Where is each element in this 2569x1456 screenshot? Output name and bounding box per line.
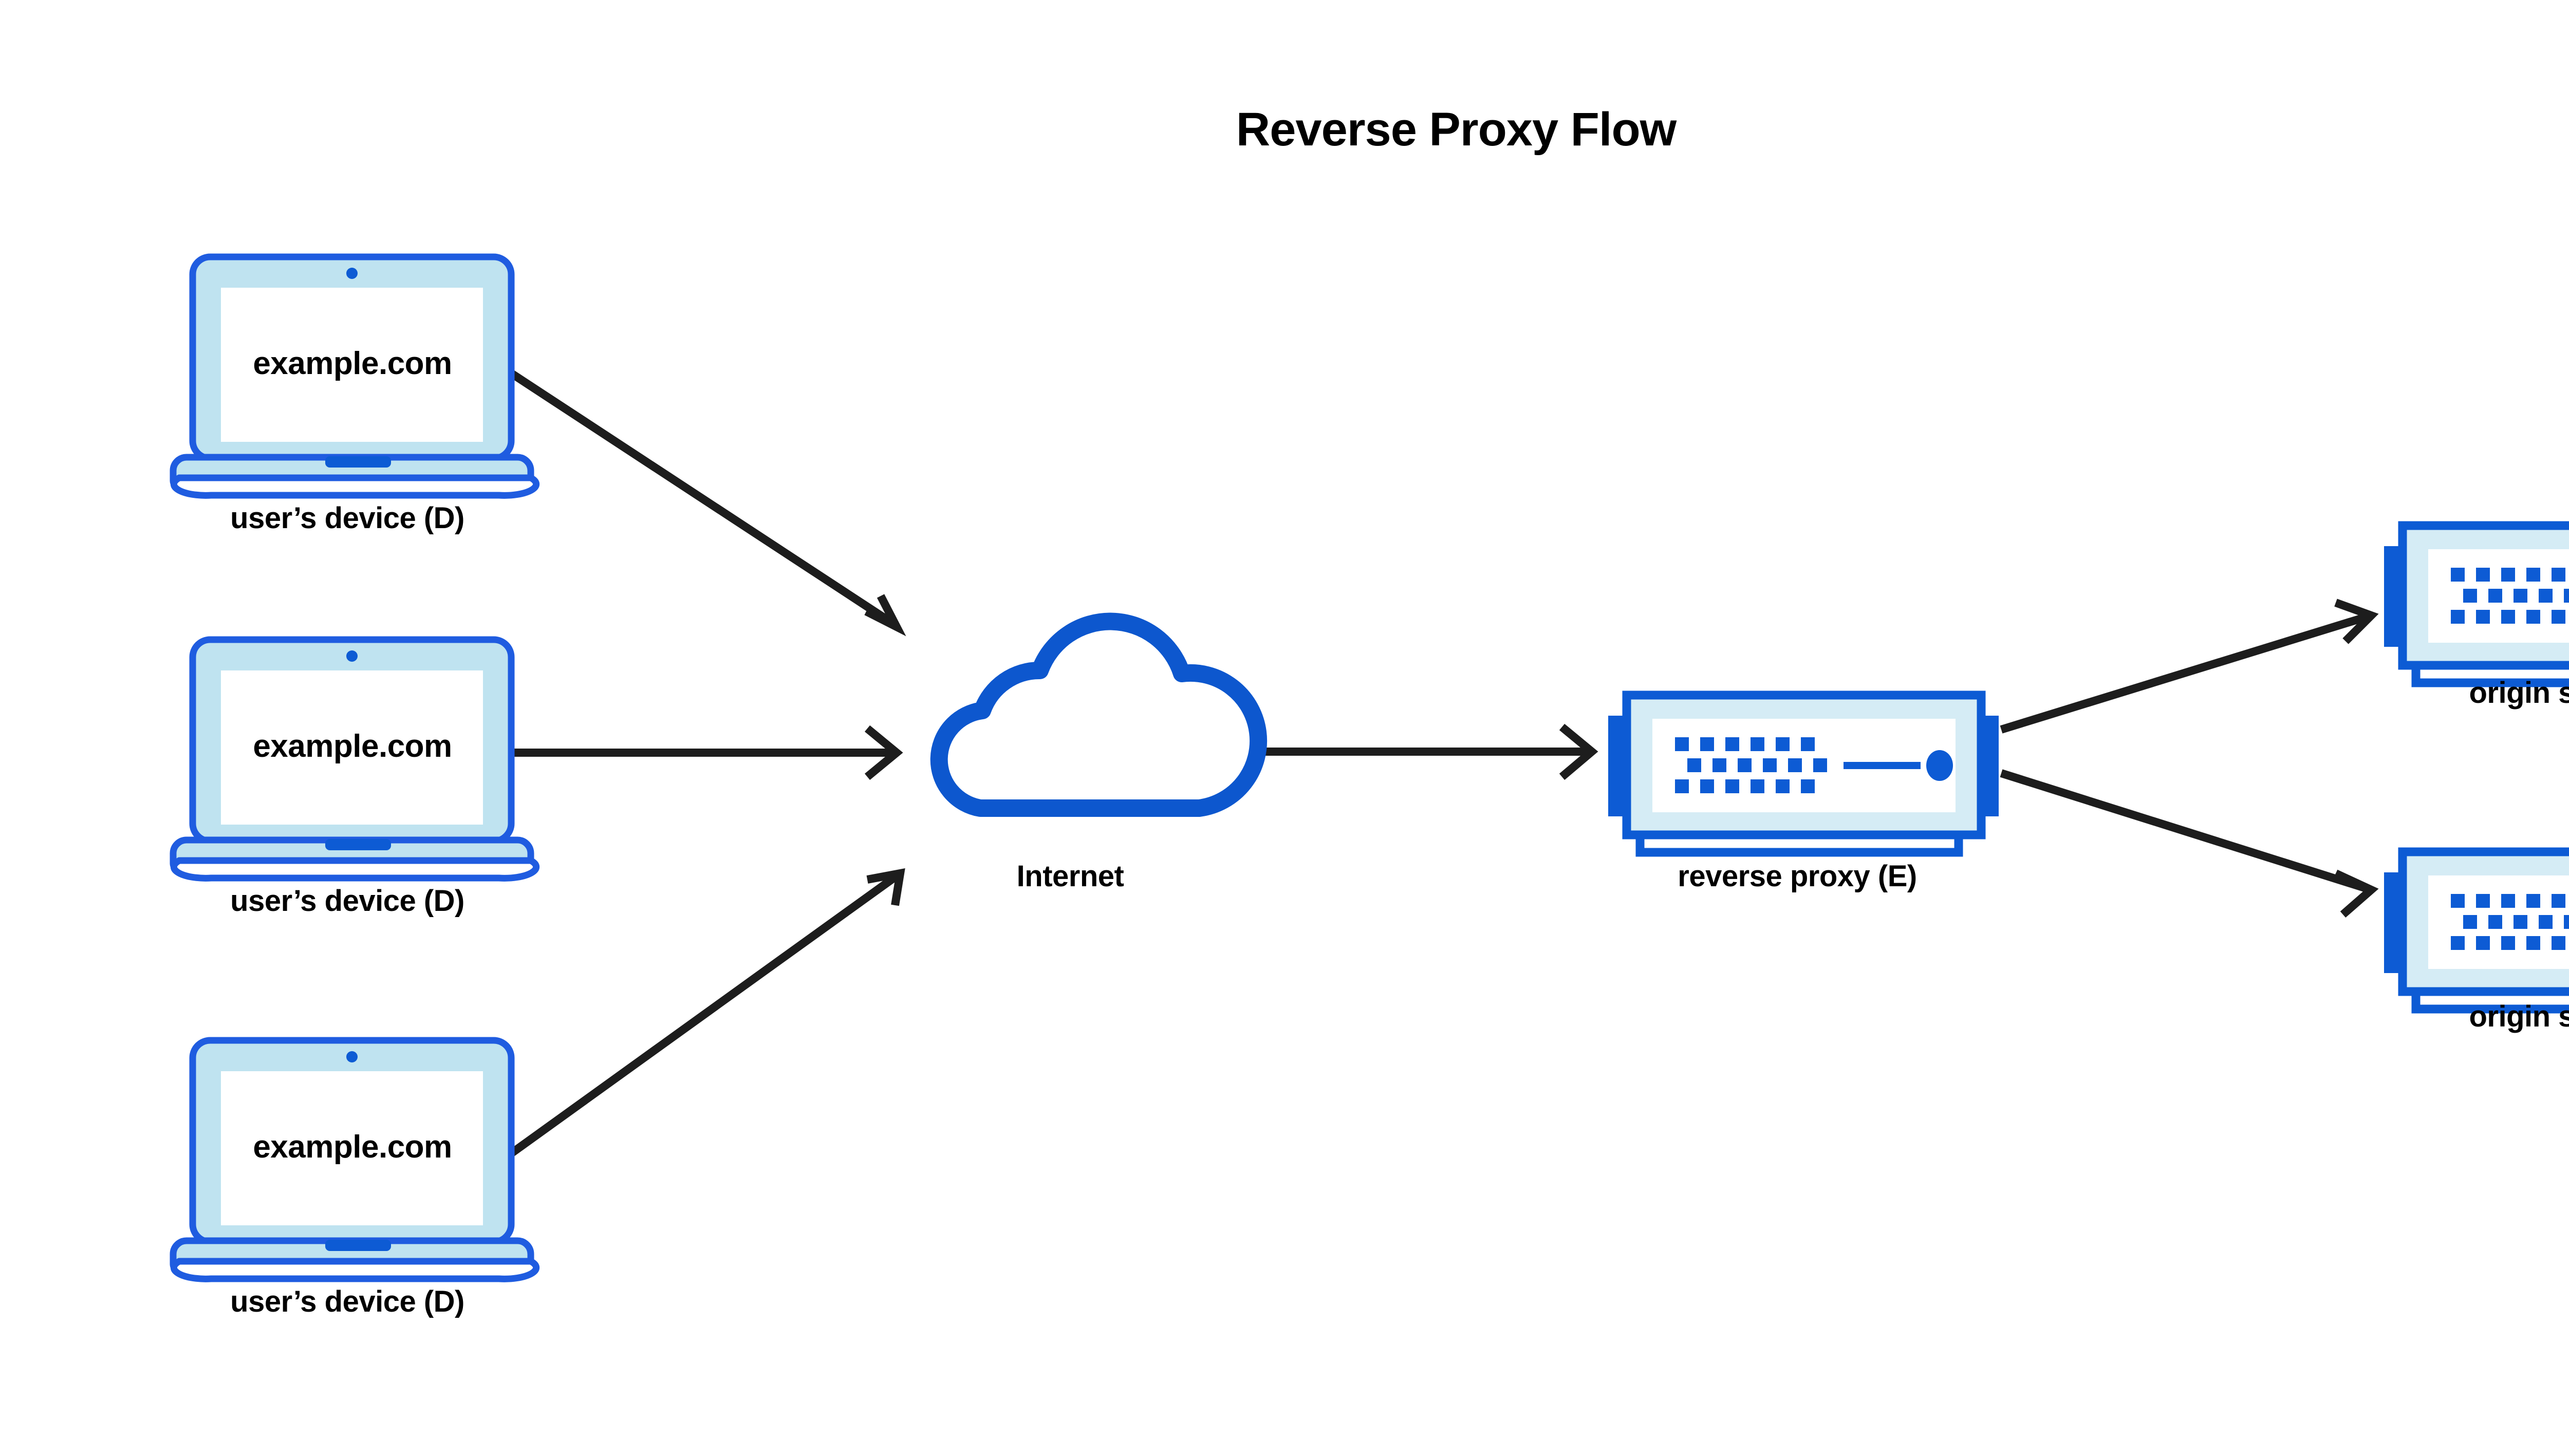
device3-label: user’s device (D) xyxy=(230,1285,464,1318)
origin-server-2-label: origin server (F) xyxy=(2469,1000,2569,1033)
reverse-proxy-label: reverse proxy (E) xyxy=(1678,860,1917,893)
device3-screen-url: example.com xyxy=(253,1129,452,1165)
edge-device1-to-internet xyxy=(504,366,906,637)
edge-internet-to-proxy xyxy=(1232,723,1598,780)
edge-device2-to-internet xyxy=(502,725,903,780)
node-reverse-proxy[interactable] xyxy=(1608,695,1999,852)
node-origin-server-2[interactable] xyxy=(2384,852,2569,1009)
node-internet-cloud[interactable] xyxy=(939,622,1258,808)
edge-device3-to-internet xyxy=(509,868,905,1157)
edge-proxy-to-origin2 xyxy=(2000,769,2379,918)
edge-proxy-to-origin1 xyxy=(2000,599,2379,734)
device1-screen-url: example.com xyxy=(253,346,452,381)
node-origin-server-1[interactable] xyxy=(2384,526,2569,683)
device2-screen-url: example.com xyxy=(253,729,452,764)
internet-label: Internet xyxy=(1016,860,1124,893)
device1-label: user’s device (D) xyxy=(230,501,464,535)
page-title: Reverse Proxy Flow xyxy=(1236,103,1677,156)
origin-server-1-label: origin server (F) xyxy=(2469,676,2569,710)
device2-label: user’s device (D) xyxy=(230,884,464,918)
